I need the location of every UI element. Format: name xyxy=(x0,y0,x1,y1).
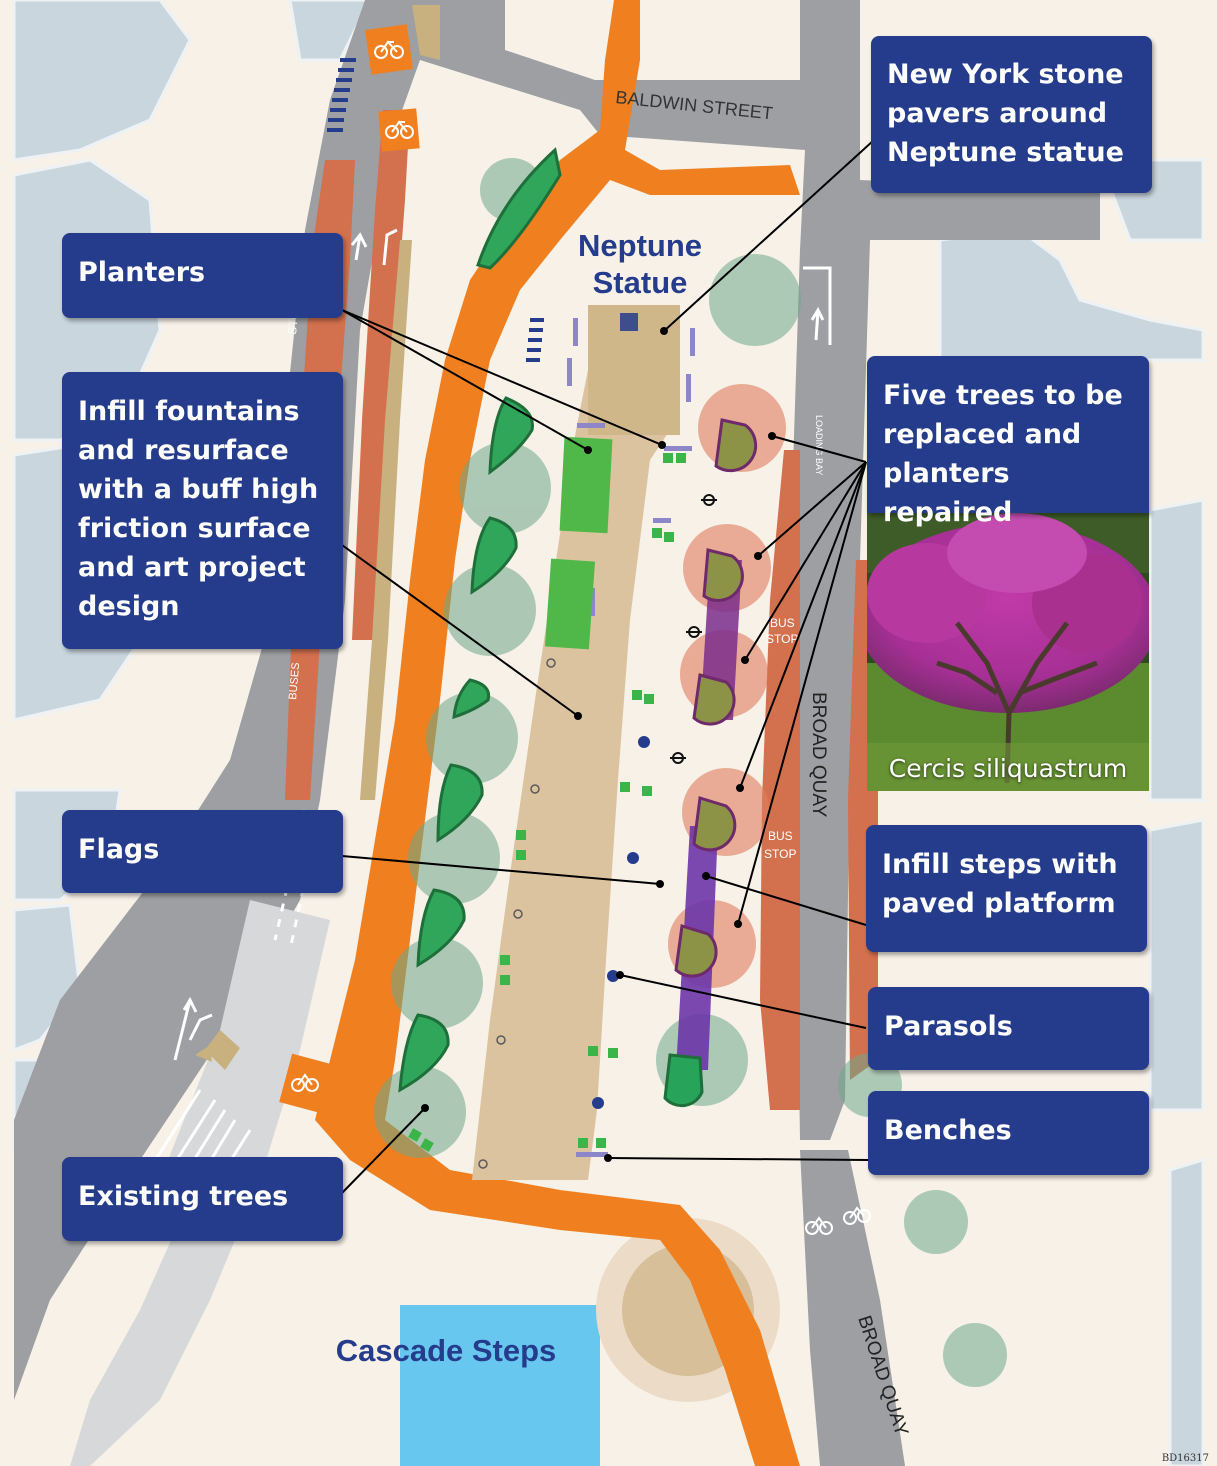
bicycle-icons-road xyxy=(805,1206,871,1235)
buff-surface-area xyxy=(472,305,678,1180)
label-broad-quay-1: BROAD QUAY xyxy=(808,692,829,818)
reference-code: BD16317 xyxy=(1161,1453,1209,1464)
callout-infill-fountains: Infill fountains and resurface with a bu… xyxy=(62,372,343,649)
callout-parasols: Parasols xyxy=(868,987,1149,1070)
label-neptune-statue-1: Neptune xyxy=(578,228,702,263)
green-planters xyxy=(398,147,562,1093)
label-loading-bay: LOADING BAY xyxy=(814,415,824,475)
lamp-posts xyxy=(478,658,556,1169)
bicycle-icons xyxy=(291,40,414,1092)
fountain-infill-2 xyxy=(544,558,596,650)
label-neptune-statue-2: Statue xyxy=(593,265,688,300)
label-bus-stop-2a: BUS xyxy=(768,829,793,843)
cycle-route xyxy=(315,0,800,1466)
road-hatching-triangle-2 xyxy=(195,1045,212,1062)
cercis-photo: Cercis siliquastrum xyxy=(867,513,1149,791)
benches xyxy=(408,446,692,1157)
buff-lane-strip xyxy=(360,240,412,800)
road-markings xyxy=(327,58,544,362)
callout-new-york-stone: New York stone pavers around Neptune sta… xyxy=(871,36,1152,193)
photo-caption: Cercis siliquastrum xyxy=(888,754,1128,783)
roads xyxy=(14,0,1100,1466)
callout-five-trees: Five trees to be replaced and planters r… xyxy=(867,356,1149,528)
label-cascade-steps: Cascade Steps xyxy=(336,1333,557,1368)
callout-planters: Planters xyxy=(62,233,343,318)
callout-infill-steps: Infill steps with paved platform xyxy=(866,825,1147,952)
water-corner xyxy=(400,1305,460,1340)
leader-dots xyxy=(421,327,776,1162)
planter-green-corner xyxy=(663,1053,704,1108)
cercis-tree-image xyxy=(867,513,1149,791)
flags xyxy=(670,494,717,764)
pavement-left-lower xyxy=(14,1180,180,1466)
cascade-steps-water xyxy=(400,1305,600,1466)
label-buses: BUSES xyxy=(287,662,302,700)
callout-flags: Flags xyxy=(62,810,343,893)
callout-existing-trees: Existing trees xyxy=(62,1157,343,1241)
parasols xyxy=(592,736,650,1109)
label-bus-stop-2b: STOP xyxy=(764,847,796,861)
label-bus-stop-1b: STOP xyxy=(766,632,798,646)
label-bus-stop-1a: BUS xyxy=(770,616,795,630)
road-hatching-triangle xyxy=(205,1030,240,1070)
cycle-lane-markers xyxy=(279,5,440,1113)
callout-benches: Benches xyxy=(868,1091,1149,1175)
fountain-infill-1 xyxy=(559,436,613,534)
neptune-statue xyxy=(620,313,638,331)
leader-lines xyxy=(341,139,875,1194)
tree-planters xyxy=(674,418,758,978)
